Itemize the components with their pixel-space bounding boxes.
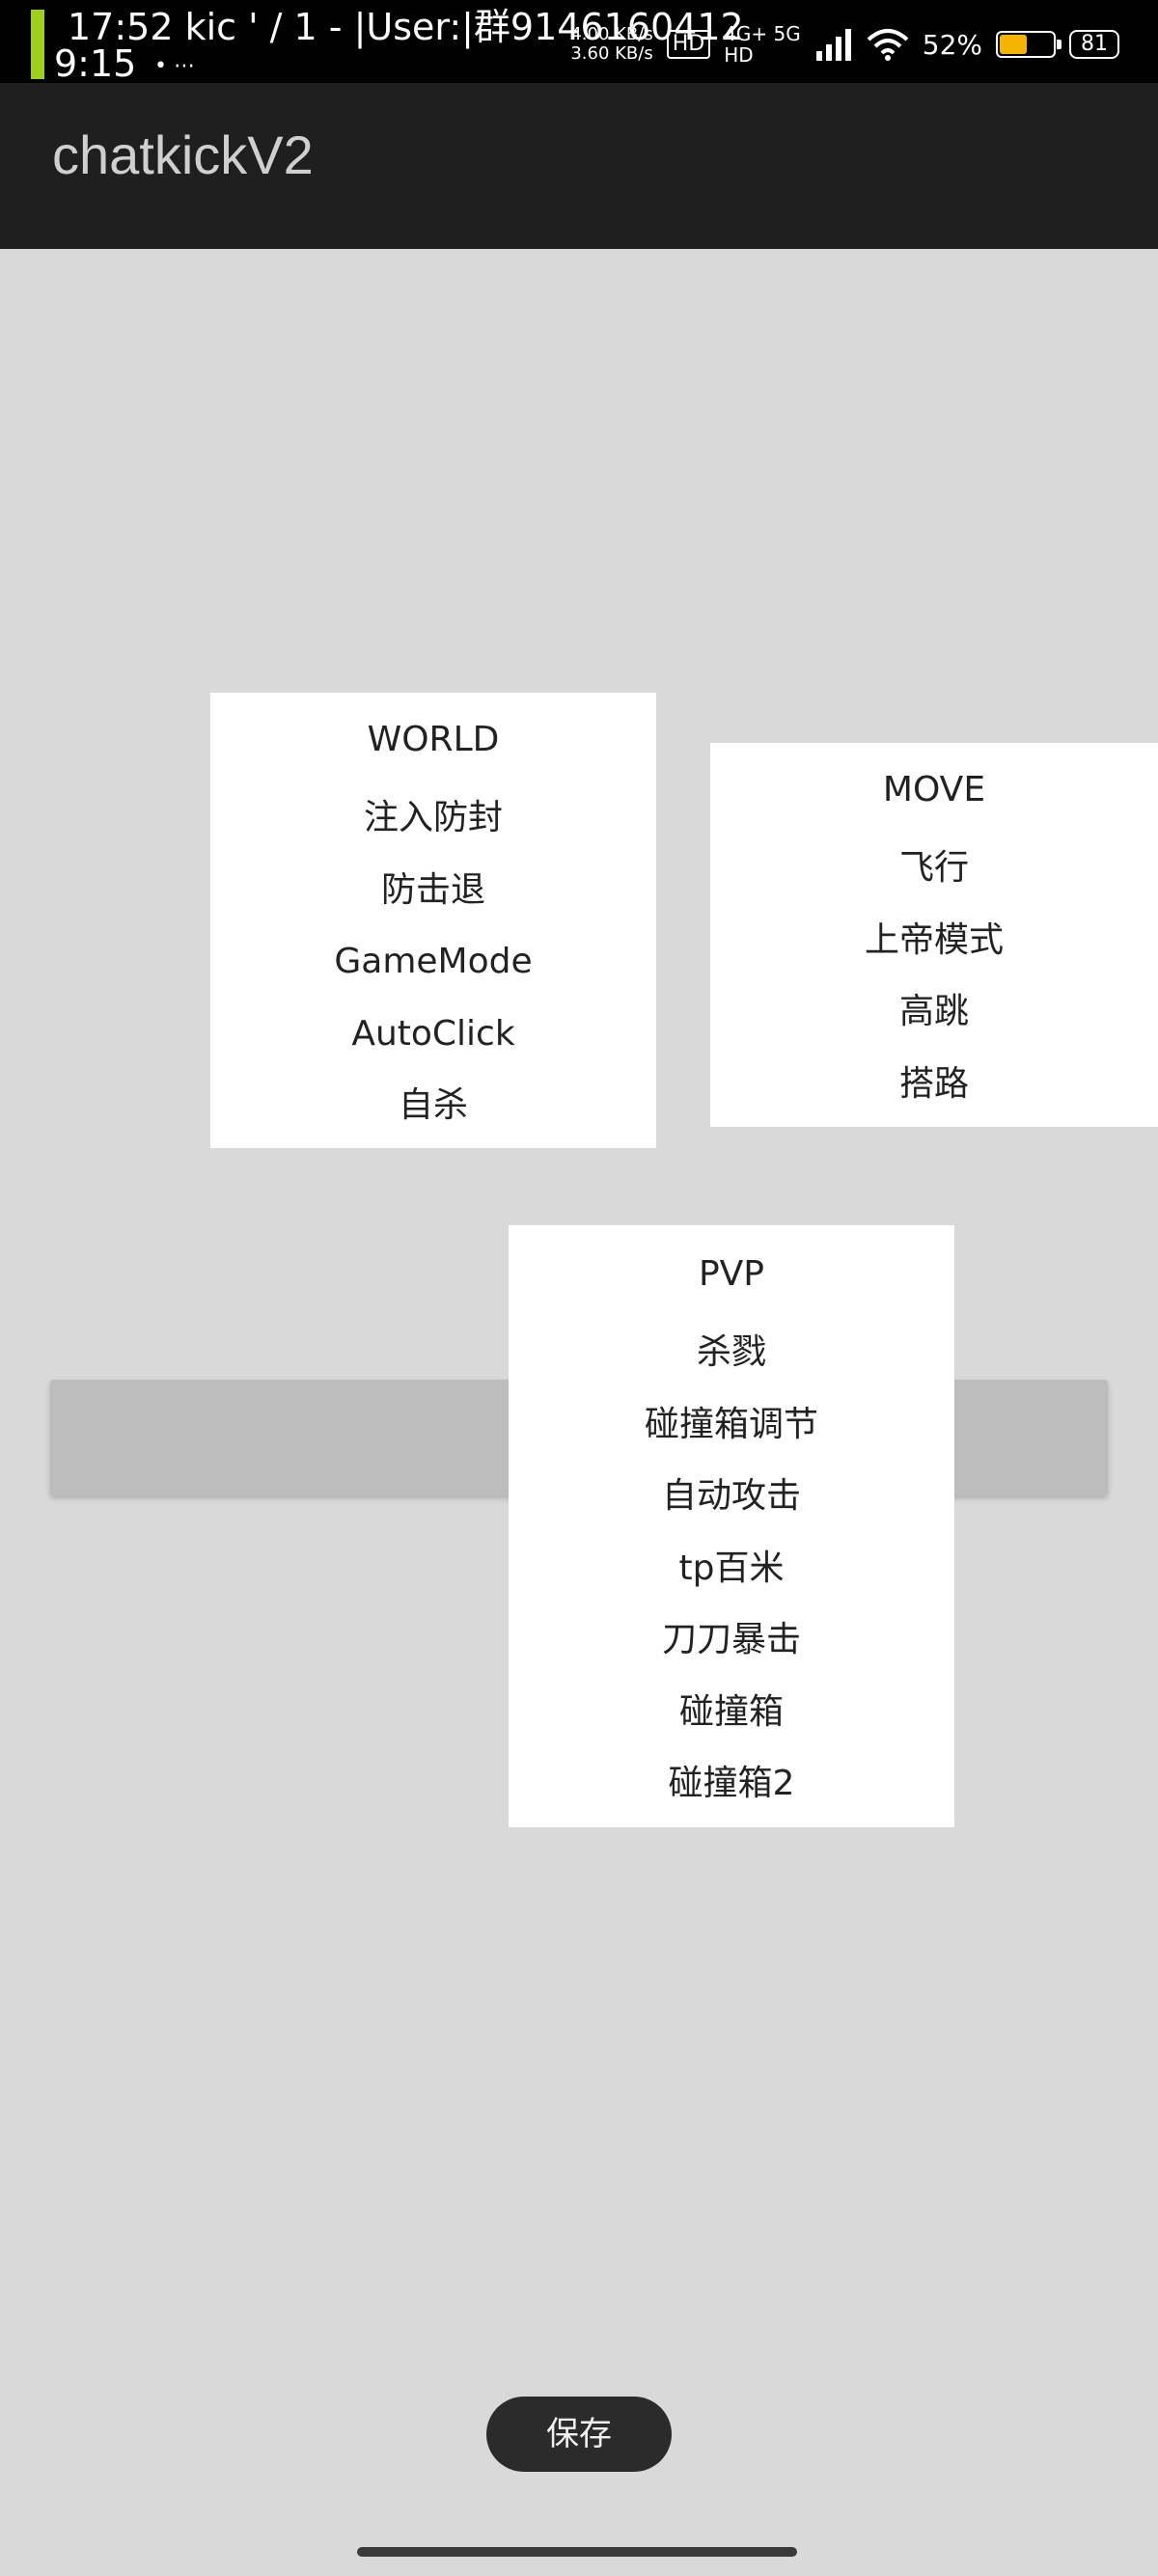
status-right-group: 4.00 KB/s 3.60 KB/s HD 4G+ 5G HD 52% [570, 6, 1119, 83]
move-item-high-jump[interactable]: 高跳 [898, 992, 969, 1031]
world-item-autoclick[interactable]: AutoClick [351, 1013, 515, 1054]
pvp-item-hitbox[interactable]: 碰撞箱 [678, 1691, 784, 1732]
pvp-item-hitbox-adjust[interactable]: 碰撞箱调节 [644, 1404, 818, 1444]
status-overlay-text: 17:52 kic ' / 1 - |User:|群9146160412 [68, 6, 744, 48]
battery-icon [996, 31, 1062, 58]
world-menu-list: 注入防封 防击退 GameMode AutoClick 自杀 [210, 782, 656, 1142]
status-bar: 17:52 kic ' / 1 - |User:|群9146160412 9:1… [0, 0, 1158, 83]
world-panel-title: WORLD [367, 720, 500, 759]
network-speed: 4.00 KB/s 3.60 KB/s [570, 25, 652, 64]
hd-badge: HD [666, 30, 711, 59]
pvp-panel: PVP 杀戮 碰撞箱调节 自动攻击 tp百米 刀刀暴击 碰撞箱 碰撞箱2 [509, 1225, 954, 1827]
move-item-god-mode[interactable]: 上帝模式 [864, 919, 1004, 960]
battery-fill [1000, 35, 1027, 54]
network-type-top: 4G+ 5G [724, 22, 801, 45]
wifi-icon [867, 28, 909, 61]
app-title: chatkickV2 [52, 124, 314, 185]
world-panel: WORLD 注入防封 防击退 GameMode AutoClick 自杀 [210, 693, 656, 1148]
move-panel-title: MOVE [882, 770, 986, 809]
app-bar: chatkickV2 [0, 83, 1158, 249]
world-item-anti-knockback[interactable]: 防击退 [380, 869, 485, 910]
pvp-item-hitbox-2[interactable]: 碰撞箱2 [668, 1764, 795, 1803]
network-speed-top: 4.00 KB/s [570, 24, 653, 44]
world-item-suicide[interactable]: 自杀 [398, 1085, 468, 1125]
move-item-scaffold[interactable]: 搭路 [898, 1063, 969, 1104]
world-item-gamemode[interactable]: GameMode [334, 942, 533, 981]
network-speed-bottom: 3.60 KB/s [570, 43, 653, 64]
pvp-item-auto-attack[interactable]: 自动攻击 [661, 1476, 801, 1516]
move-panel: MOVE 飞行 上帝模式 高跳 搭路 [710, 743, 1158, 1127]
battery-level-badge: 81 [1069, 30, 1119, 59]
pvp-item-critical-hits[interactable]: 刀刀暴击 [661, 1620, 801, 1659]
save-button[interactable]: 保存 [486, 2397, 672, 2472]
status-time: 9:15 [54, 42, 137, 83]
status-accent-bar [31, 10, 44, 79]
move-menu-list: 飞行 上帝模式 高跳 搭路 [710, 833, 1158, 1120]
pvp-item-tp-100m[interactable]: tp百米 [678, 1548, 785, 1588]
home-indicator[interactable] [357, 2547, 797, 2557]
network-type: 4G+ 5G HD [724, 23, 801, 66]
pvp-menu-list: 杀戮 碰撞箱调节 自动攻击 tp百米 刀刀暴击 碰撞箱 碰撞箱2 [509, 1317, 954, 1821]
network-type-bottom: HD [724, 43, 754, 67]
status-notification-icons: • ⋯ [154, 54, 195, 78]
move-item-fly[interactable]: 飞行 [898, 848, 969, 888]
pvp-item-kill-aura[interactable]: 杀戮 [696, 1332, 766, 1372]
battery-percent: 52% [922, 28, 982, 61]
pvp-panel-title: PVP [698, 1254, 765, 1294]
world-item-anti-ban[interactable]: 注入防封 [363, 798, 503, 837]
signal-icon [814, 28, 853, 61]
